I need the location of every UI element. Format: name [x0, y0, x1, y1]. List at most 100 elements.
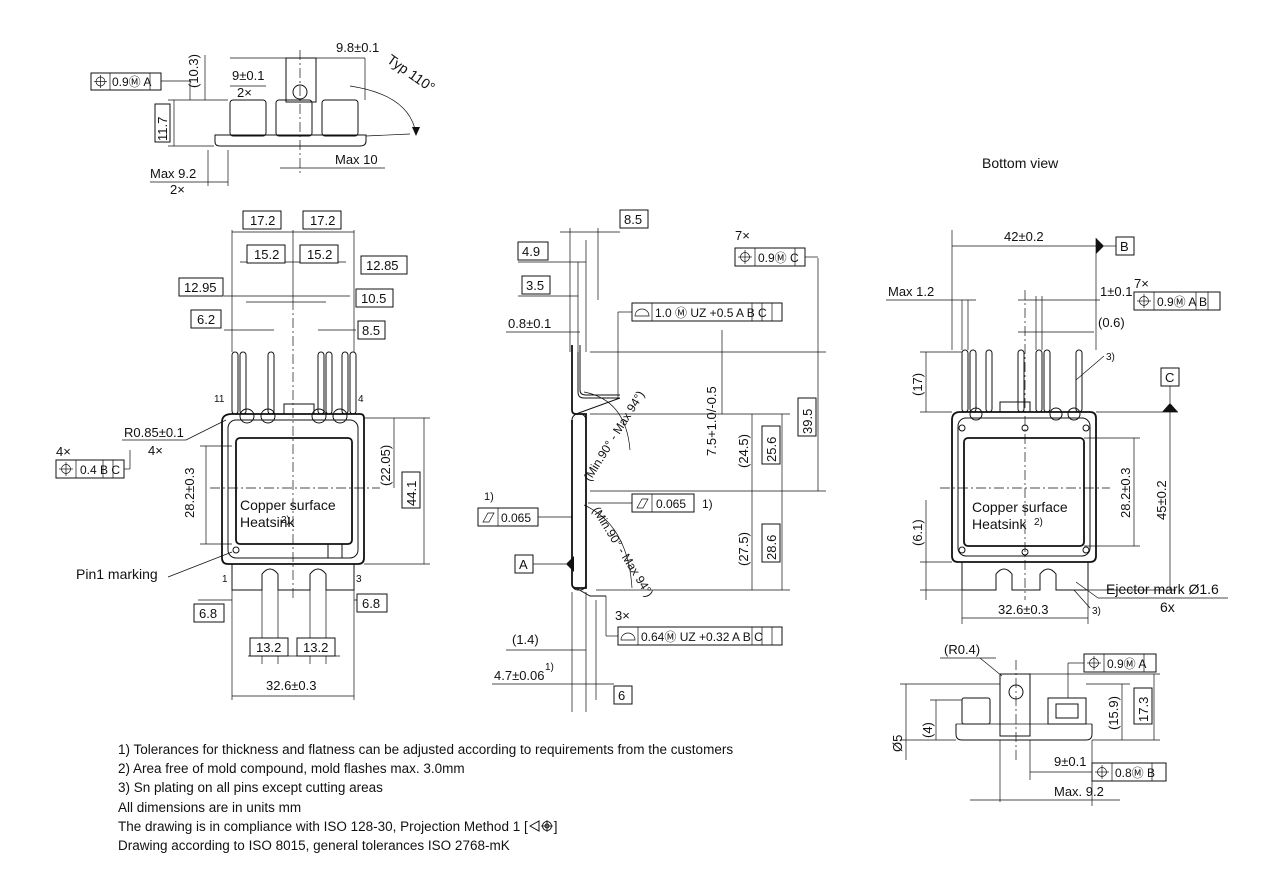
flatness-frame-left: 1) 0.065 [477, 491, 572, 527]
pos-frame-09MC: 0.9Ⓜ C [734, 247, 818, 267]
note-iso-8015: Drawing according to ISO 8015, general t… [118, 838, 510, 854]
dim-7-5: 7.5+1.0/-0.5 [704, 386, 719, 456]
dim-7x-a: 7× [735, 228, 750, 243]
pos-frame-08MB: 0.8Ⓜ B [1091, 762, 1167, 782]
pos-frame-08MB-text: 0.8Ⓜ B [1115, 766, 1155, 780]
dim-9-8: 9.8±0.1 [336, 40, 379, 55]
note-1-marker-b: 1) [484, 491, 494, 503]
dim-15-9: (15.9) [1106, 696, 1121, 730]
bottom-pins [961, 349, 1083, 413]
dim-8-5-side: 8.5 [624, 212, 642, 227]
dim-max-10: Max 10 [335, 152, 378, 167]
profile-frame-1-0: 1.0 Ⓜ UZ +0.5 A B C [617, 302, 783, 398]
dim-28-2-front: 28.2±0.3 [182, 467, 197, 518]
pos-frame-04-text: 0.4 B C [80, 463, 120, 477]
dim-2x: 2× [237, 85, 252, 100]
top-side-view: (10.3) 9.8±0.1 9±0.1 2× Typ 110° 11.7 Ma… [90, 40, 438, 197]
dim-15-2-a: 15.2 [254, 247, 279, 262]
pin-11-label: 11 [214, 394, 225, 405]
pin-1-label: 1 [222, 574, 228, 585]
dim-13-2-a: 13.2 [256, 640, 281, 655]
dim-6-8-b: 6.8 [362, 596, 380, 611]
angle-label-lower: (Min.90° - Max 94°) [589, 504, 656, 599]
note-2-marker: 2) [281, 515, 290, 526]
note-2: 2) Area free of mold compound, mold flas… [118, 761, 465, 777]
note-1: 1) Tolerances for thickness and flatness… [118, 742, 734, 757]
dim-27-5: (27.5) [736, 532, 751, 566]
dim-10-5: 10.5 [361, 291, 386, 306]
copper-surface-label-b: Copper surface [972, 499, 1068, 515]
dim-4x: 4× [148, 443, 163, 458]
dim-max-9-2-b: Max. 9.2 [1054, 784, 1104, 799]
pin1-marking-label: Pin1 marking [76, 566, 158, 582]
drawing-notes: 1) Tolerances for thickness and flatness… [118, 740, 733, 855]
dim-2x-b: 2× [170, 182, 185, 197]
flatness-left-text: 0.065 [501, 511, 531, 525]
dim-24-5: (24.5) [736, 434, 751, 468]
dim-6-8-a: 6.8 [199, 606, 217, 621]
dim-3-5: 3.5 [526, 278, 544, 293]
pos-frame-text: 0.9Ⓜ A [112, 75, 151, 89]
dim-6-1: (6.1) [910, 519, 925, 546]
dim-15-2-b: 15.2 [307, 247, 332, 262]
dim-r0-85: R0.85±0.1 [124, 425, 184, 440]
note-1-marker-a: 1) [702, 497, 713, 511]
dim-6: 6 [618, 688, 625, 703]
dim-0-8: 0.8±0.1 [508, 316, 551, 331]
note-3-marker-a: 3) [1106, 352, 1115, 363]
dim-13-2-b: 13.2 [303, 640, 328, 655]
pos-frame-09MA-b: 0.9Ⓜ A [1067, 653, 1157, 698]
angle-label-upper: (Min.90° - Max 94°) [581, 388, 648, 483]
datum-c-label: C [1165, 370, 1174, 385]
dim-10-3: (10.3) [186, 54, 201, 88]
dim-4-9: 4.9 [522, 244, 540, 259]
dim-4x-frame: 4× [56, 444, 71, 459]
dim-22-05: (22.05) [378, 445, 393, 486]
dim-3x: 3× [615, 608, 630, 623]
pos-frame-09MA: 0.9Ⓜ A [90, 72, 190, 91]
dim-17: (17) [910, 373, 925, 396]
front-view: Copper surface Heatsink 2) 11 4 1 3 Pin1… [55, 210, 430, 700]
ejector-mark-label: Ejector mark Ø1.6 [1106, 581, 1219, 597]
note-iso-128: The drawing is in compliance with ISO 12… [118, 817, 733, 836]
dim-44-1: 44.1 [404, 481, 419, 506]
typ-110: Typ 110° [384, 51, 438, 95]
note-3: 3) Sn plating on all pins except cutting… [118, 780, 383, 796]
flatness-right-text: 0.065 [656, 497, 686, 511]
profile-frame-0-64: 0.64Ⓜ UZ +0.32 A B C [617, 626, 783, 646]
note-3-marker-b: 3) [1092, 606, 1101, 617]
flatness-frame-right: 0.065 1) [588, 493, 713, 513]
bottom-view-title: Bottom view [982, 155, 1059, 171]
dim-max-1-2: Max 1.2 [888, 284, 934, 299]
heatsink-label: Heatsink [240, 514, 295, 530]
dim-25-6: 25.6 [764, 437, 779, 462]
dim-6-2: 6.2 [197, 312, 215, 327]
heatsink-label-b: Heatsink [972, 516, 1027, 532]
dim-4-7: 4.7±0.06 [494, 668, 545, 683]
dim-max-9-2: Max 9.2 [150, 166, 196, 181]
note-iso-128-text: The drawing is in compliance with ISO 12… [118, 818, 528, 834]
copper-surface-label: Copper surface [240, 497, 336, 513]
dim-39-5: 39.5 [800, 409, 815, 434]
front-top-dims: 17.2 17.2 15.2 15.2 12.95 12.85 10.5 6.2… [178, 210, 408, 352]
pin-3-label: 3 [356, 574, 362, 585]
dim-0-6: (0.6) [1098, 315, 1125, 330]
dim-dia-5: Ø5 [890, 735, 905, 752]
dim-1-4: (1.4) [512, 632, 539, 647]
front-pins [231, 351, 357, 415]
dim-28-6: 28.6 [764, 535, 779, 560]
middle-side-view: A (Min.90° - Max 94°) (Min.90° - Max 94°… [477, 209, 826, 712]
pos-frame-09MAB-text: 0.9Ⓜ A B [1157, 295, 1207, 309]
dim-17-2-b: 17.2 [310, 213, 335, 228]
dim-32-6-bottom: 32.6±0.3 [998, 602, 1049, 617]
dim-11-7: 11.7 [155, 117, 170, 141]
dim-r0-4: (R0.4) [944, 642, 980, 657]
bottom-side-view: (R0.4) 0.9Ⓜ A Ø5 (4) (15.9) 17.3 [890, 642, 1167, 806]
projection-method-icon [528, 819, 553, 832]
dim-7x-b: 7× [1134, 276, 1149, 291]
dim-12-95: 12.95 [184, 280, 217, 295]
profile-frame-0-64-text: 0.64Ⓜ UZ +0.32 A B C [641, 630, 763, 644]
dim-45: 45±0.2 [1154, 480, 1169, 520]
pos-frame-09MA-b-text: 0.9Ⓜ A [1107, 657, 1146, 671]
